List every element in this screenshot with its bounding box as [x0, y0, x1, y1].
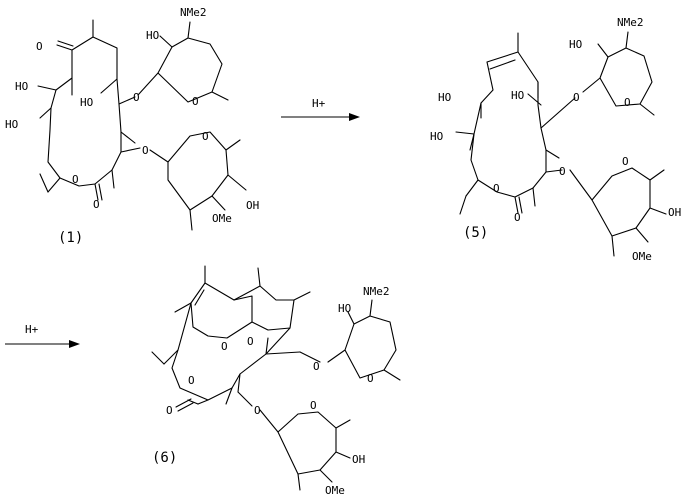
- reaction-arrow-2: H+: [5, 323, 80, 348]
- desosamine-ring-oxygen: O: [367, 372, 374, 385]
- hydroxyl-c11: HO: [438, 91, 451, 104]
- compound-label-1: (1): [58, 230, 83, 246]
- cladinose-methoxy: OMe: [632, 250, 652, 263]
- desosamine-ring-oxygen: O: [192, 95, 199, 108]
- spiroketal-oxygen-a: O: [221, 340, 228, 353]
- cladinose-ring-oxygen: O: [202, 130, 209, 143]
- lactone-carbonyl-oxygen: O: [514, 211, 521, 224]
- lactone-carbonyl-oxygen: O: [166, 404, 173, 417]
- cladinose-ring-oxygen: O: [310, 399, 317, 412]
- hydroxyl-c12: HO: [5, 118, 18, 131]
- hydroxyl-c6: HO: [511, 89, 524, 102]
- desosamine-ring-oxygen: O: [624, 96, 631, 109]
- hydroxyl-c12: HO: [430, 130, 443, 143]
- desosamine-nme2: NMe2: [180, 6, 207, 19]
- glycoside-oxygen-a: O: [133, 91, 140, 104]
- cladinose-hydroxyl: OH: [352, 453, 365, 466]
- compound-1-structure: [38, 20, 246, 230]
- compound-1-atoms: O HO HO HO O O O HO NMe2 O O O OH OMe (1…: [5, 6, 259, 246]
- desosamine-nme2: NMe2: [363, 285, 390, 298]
- compound-label-5: (5): [463, 225, 488, 241]
- ketone-oxygen: O: [36, 40, 43, 53]
- spiroketal-oxygen-b: O: [247, 335, 254, 348]
- glycoside-oxygen-b: O: [559, 165, 566, 178]
- lactone-ring-oxygen: O: [493, 182, 500, 195]
- lactone-carbonyl-oxygen: O: [93, 198, 100, 211]
- reaction-arrow-1: H+: [281, 97, 360, 121]
- desosamine-hydroxyl: HO: [146, 29, 159, 42]
- reagent-2: H+: [25, 323, 39, 336]
- lactone-ring-oxygen: O: [188, 374, 195, 387]
- compound-label-6: (6): [152, 450, 177, 466]
- desosamine-hydroxyl: HO: [338, 302, 351, 315]
- desosamine-nme2: NMe2: [617, 16, 644, 29]
- glycoside-oxygen-b: O: [254, 404, 261, 417]
- desosamine-hydroxyl: HO: [569, 38, 582, 51]
- glycoside-oxygen-b: O: [142, 144, 149, 157]
- cladinose-methoxy: OMe: [325, 484, 345, 497]
- compound-5-atoms: HO HO HO O O O HO NMe2 O O O OH OMe (5): [430, 16, 681, 263]
- compound-5-structure: [456, 32, 666, 256]
- cladinose-hydroxyl: OH: [246, 199, 259, 212]
- lactone-ring-oxygen: O: [72, 173, 79, 186]
- glycoside-oxygen-a: O: [313, 360, 320, 373]
- cladinose-ring-oxygen: O: [622, 155, 629, 168]
- hydroxyl-c6: HO: [80, 96, 93, 109]
- reagent-1: H+: [312, 97, 326, 110]
- cladinose-methoxy: OMe: [212, 212, 232, 225]
- cladinose-hydroxyl: OH: [668, 206, 681, 219]
- glycoside-oxygen-a: O: [573, 91, 580, 104]
- hydroxyl-c11: HO: [15, 80, 28, 93]
